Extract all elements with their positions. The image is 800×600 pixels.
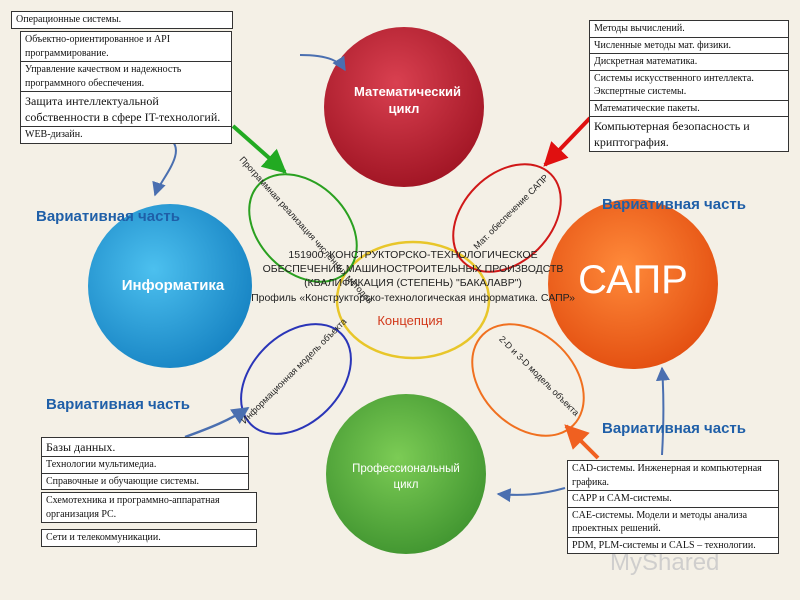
variative-label-left-top: Вариативная часть [36,208,180,225]
bottom-left-item-1: Базы данных. [42,438,248,458]
program-line-3: (КВАЛИФИКАЦИЯ (СТЕПЕНЬ) "БАКАЛАВР") [304,277,522,290]
top-right-item-6: Компьютерная безопасность и криптография… [594,119,750,150]
software-oval [248,173,358,283]
sapr-circle [548,199,718,369]
sapr-circle-title: САПР [578,258,688,302]
info-model-oval-label: Информационная модель объекта [239,316,348,425]
os-box-item: Операционные системы. [16,14,122,25]
top-right-item-5: Математические пакеты. [590,101,788,117]
informatics-circle [88,204,252,368]
math-circle-title: Математический цикл [354,84,462,116]
informatics-circle-title: Информатика [121,277,225,294]
bottom-left-box-b: Схемотехника и программно-аппаратная орг… [41,492,257,523]
professional-circle-title: Профессиональный цикл [352,463,460,491]
program-line-1: 151900. КОНСТРУКТОРСКО-ТЕХНОЛОГИЧЕСКОЕ [288,249,538,261]
top-right-box: Методы вычислений. Численные методы мат.… [589,20,789,153]
arrow-to-informatics [152,137,177,197]
bottom-left-box-a: Базы данных. Технологии мультимедиа. Спр… [41,437,249,491]
program-line-2: ОБЕСПЕЧЕНИЕ МАШИНОСТРОИТЕЛЬНЫХ ПРОИЗВОДС… [262,263,564,276]
math-circle [324,27,484,187]
arrow-green [231,124,287,174]
arrow-top-left-box [299,54,346,72]
professional-circle [326,394,486,554]
variative-label-right-bottom: Вариативная часть [602,420,746,437]
arrow-to-info-model [184,406,250,439]
info-model-oval [240,323,352,435]
bottom-right-item-3: CAE-системы. Модели и методы анализа про… [568,508,778,538]
top-right-item-3: Дискретная математика. [590,54,788,71]
top-left-item-3: Защита интеллектуальной собственности в … [21,92,231,128]
variative-label-right-top: Вариативная часть [602,196,746,213]
bottom-right-box: CAD-системы. Инженерная и компьютерная г… [567,460,779,554]
concept-oval [335,240,491,360]
top-left-item-1: Объектно-ориентированное и API программи… [21,32,231,62]
top-left-item-2: Управление качеством и надежность програ… [21,62,231,92]
program-line-4: Профиль «Конструкторско-технологическая … [251,291,575,304]
bottom-left-item-3: Справочные и обучающие системы. [46,475,199,487]
arrow-to-sapr [655,366,670,456]
arrow-to-professional [496,487,566,503]
model-2d3d-oval-label: 2-D и 3-D модель объекта [497,334,581,418]
model-2d3d-oval-line: 2-D и 3-D модель объекта [497,334,581,418]
top-left-box: Объектно-ориентированное и API программи… [20,31,232,144]
program-title: 151900. КОНСТРУКТОРСКО-ТЕХНОЛОГИЧЕСКОЕ О… [228,248,598,305]
bottom-left-item-4: Схемотехника и программно-аппаратная орг… [46,495,220,520]
top-right-item-2: Численные методы мат. физики. [590,38,788,54]
variative-label-left-bottom: Вариативная часть [46,396,190,413]
top-right-item-4: Системы искусственного интеллекта. Экспе… [590,71,788,101]
arrow-red [543,116,592,167]
top-left-item-4: WEB-дизайн. [25,129,83,141]
info-model-oval-line: Информационная модель объекта [239,316,348,425]
concept-label: Концепция [377,313,443,328]
math-support-oval-label: Мат. обеспечение САПР [471,172,550,251]
bottom-left-item-5: Сети и телекоммуникации. [46,532,161,543]
arrow-orange [564,424,600,460]
bottom-right-item-4: PDM, PLM-системы и CALS – технологии. [572,539,756,551]
bottom-right-item-1: CAD-системы. Инженерная и компьютерная г… [568,461,778,491]
bottom-right-item-2: CAPP и CAM-системы. [568,491,778,508]
math-support-oval [452,163,562,273]
math-support-oval-line: Мат. обеспечение САПР [471,172,550,251]
top-right-item-1: Методы вычислений. [590,21,788,38]
os-box: Операционные системы. [11,11,233,29]
bottom-left-box-c: Сети и телекоммуникации. [41,529,257,547]
bottom-left-item-2: Технологии мультимедиа. [42,457,248,474]
